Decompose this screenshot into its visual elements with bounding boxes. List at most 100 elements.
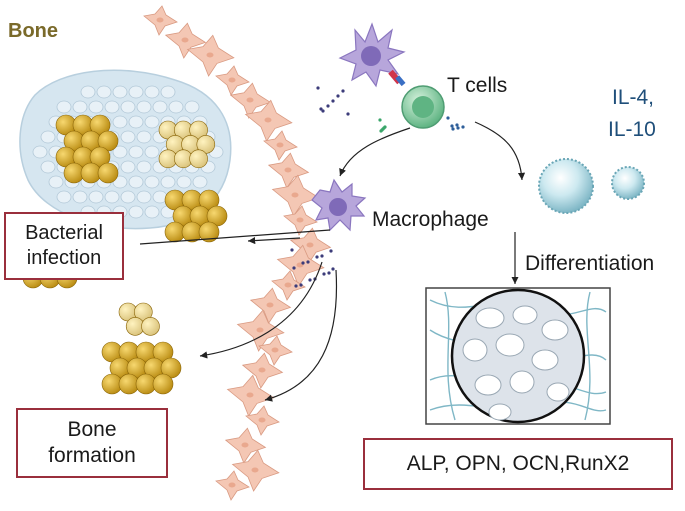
tissue-cell [128,145,144,159]
bone-formation-label-line2: formation [48,444,136,467]
cytokine-dot [450,124,454,128]
tissue-cell [112,115,128,129]
fibroblast-nucleus [306,242,314,248]
tissue-cell [88,100,104,114]
bacterium [141,317,160,336]
fibroblast-nucleus [228,482,236,488]
matrix-pore [488,403,512,421]
fibroblast-nucleus [284,167,292,173]
cytokine-dots-icon [290,86,465,288]
tissue-cell [104,190,120,204]
cytokine-dot [378,118,382,122]
tissue-cell [136,130,152,144]
cytokine-dot [292,266,296,270]
fibroblast-nucleus [291,192,299,198]
cytokine-dot [331,267,335,271]
tissue-cell [144,175,160,189]
tissue-cell [80,85,96,99]
macrophage-icon [311,178,367,232]
fibroblast-nucleus [181,37,189,43]
matrix-pore [541,319,569,341]
matrix-pore [546,382,570,402]
cytokine-dot [329,249,333,253]
cytokine-dot [299,283,303,287]
arrows [139,121,526,402]
cytokine-dot [336,94,340,98]
fibroblast-nucleus [256,327,264,333]
cytokine-dot [327,271,331,275]
cytokine-dot [308,278,312,282]
tissue-cell [128,175,144,189]
cytokine-dot [294,284,298,288]
matrix-pore [474,374,502,396]
t-cells-label: T cells [447,74,508,97]
cytokine-dot [322,272,326,276]
tissue-cell [144,145,160,159]
tissue-cell [120,160,136,174]
cytokine-dot [331,99,335,103]
tissue-cell [160,85,176,99]
tissue-cell [128,115,144,129]
cytokine-dot [301,261,305,265]
bone-matrix-icon [425,287,611,425]
bone-formation-label-line1: Bone [67,417,117,441]
fibroblast-nucleus [258,417,266,423]
fibroblast-nucleus [258,367,266,373]
matrix-pore [509,370,535,394]
cytokine-dot [315,255,319,259]
markers-box: ALP, OPN, OCN,RunX2 [363,438,673,490]
tissue-cell [128,85,144,99]
bacterium [97,162,119,184]
cytokine-dot [321,109,325,113]
cytokine-dot [455,123,459,127]
tissue-cell [32,145,48,159]
cytokine-dot [451,127,455,131]
bacterium [198,221,220,243]
fibroblast-nucleus [264,117,272,123]
matrix-pore [495,333,525,357]
tissue-cell [136,100,152,114]
fibroblast-nucleus [284,282,292,288]
stem-cell-icon [538,158,645,214]
tissue-cell [192,175,208,189]
tissue-cell [56,100,72,114]
cytokine-dot [316,86,320,90]
tissue-cell [168,100,184,114]
cytokine-dot [306,260,310,264]
tissue-cell [56,190,72,204]
fibroblast-nucleus [266,302,274,308]
cytokine-dot [456,126,460,130]
tissue-cell [152,100,168,114]
cytokine-dot [319,107,323,111]
fibroblast-nucleus [246,97,254,103]
macrophage-label: Macrophage [372,208,489,231]
matrix-pore [512,305,538,325]
tissue-cell [88,190,104,204]
fibroblast-nucleus [241,442,249,448]
bacterium [152,373,174,395]
bacterium [189,149,208,169]
fibroblast-nucleus [246,392,254,398]
tissue-cell [184,100,200,114]
matrix-pore [531,349,559,371]
cytokine-dot [383,125,387,129]
tissue-cell [176,175,192,189]
tissue-cell [144,205,160,219]
bacterial-label-line2: infection [26,247,102,269]
tissue-cell [120,100,136,114]
tissue-cell [128,205,144,219]
tissue-cell [104,100,120,114]
differentiation-label: Differentiation [525,252,655,275]
tissue-cell [144,115,160,129]
tissue-cell [112,85,128,99]
fibroblast-nucleus [228,77,236,83]
tissue-cell [136,190,152,204]
cytokine-dot [446,116,450,120]
fibroblast-nucleus [251,467,259,473]
dendritic-cell-icon [338,22,406,88]
bacterial-infection-box: Bacterial infection [4,212,124,280]
cytokine-dot [461,125,465,129]
t-cell-icon [401,85,445,129]
tissue-cell [136,160,152,174]
fibroblast-nucleus [276,142,284,148]
